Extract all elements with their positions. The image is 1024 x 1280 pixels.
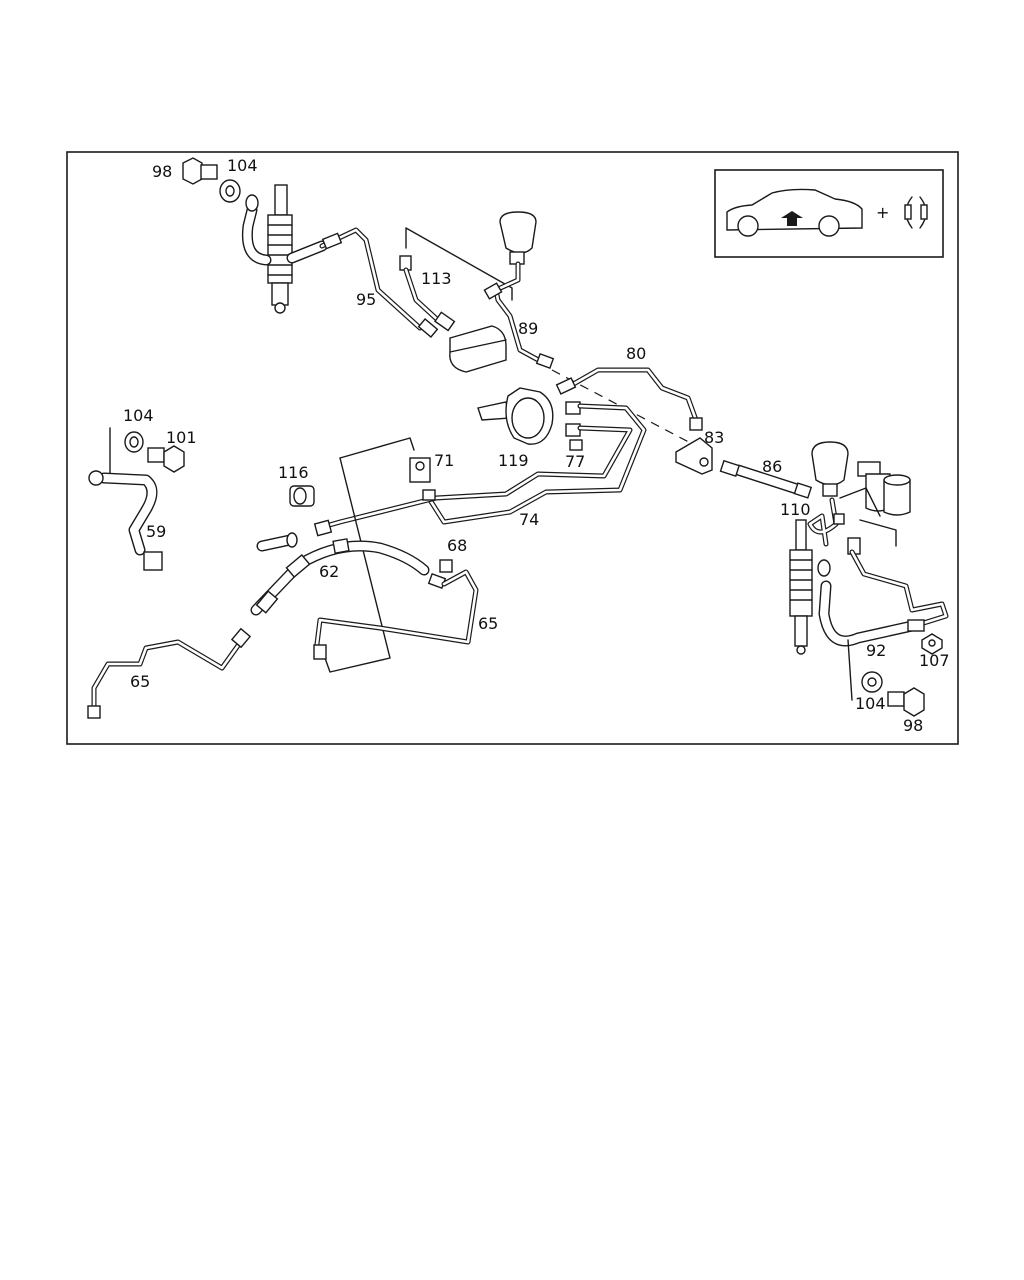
callout-bracket-113 — [405, 227, 513, 301]
callout-101: 101 — [166, 428, 197, 447]
callout-119: 119 — [498, 451, 529, 470]
callout-104-right: 104 — [855, 694, 886, 713]
vehicle-inset: + — [714, 169, 944, 258]
hose-to-shock-top — [241, 194, 272, 266]
pressure-reservoir-right — [811, 441, 849, 497]
callout-107: 107 — [919, 651, 950, 670]
fitting-77-group — [565, 401, 583, 451]
line-92 — [817, 549, 949, 701]
callout-98-top: 98 — [152, 162, 172, 181]
callout-86: 86 — [762, 457, 782, 476]
sealing-washer-104-top — [219, 179, 241, 203]
callout-65-left: 65 — [130, 672, 150, 691]
hose-62 — [250, 538, 430, 616]
callout-95: 95 — [356, 290, 376, 309]
callout-83: 83 — [704, 428, 724, 447]
callout-59: 59 — [146, 522, 166, 541]
callout-77: 77 — [565, 452, 585, 471]
callout-113: 113 — [421, 269, 452, 288]
line-110 — [807, 497, 861, 555]
callout-74: 74 — [519, 510, 539, 529]
inset-plus-sign: + — [876, 203, 889, 222]
diagram-border — [66, 151, 959, 745]
banjo-bolt-98-right — [887, 687, 925, 717]
shock-absorber-right — [789, 519, 813, 655]
line-95 — [286, 227, 439, 338]
car-lift-arrow-icon — [726, 188, 863, 237]
callout-65-right: 65 — [478, 614, 498, 633]
line-89 — [483, 261, 555, 369]
valve-pair-right — [839, 461, 911, 547]
line-65-right — [313, 569, 479, 660]
callout-98-right: 98 — [903, 716, 923, 735]
callout-62: 62 — [319, 562, 339, 581]
callout-104-top: 104 — [227, 156, 258, 175]
callout-71: 71 — [434, 451, 454, 470]
line-86 — [719, 459, 813, 499]
callout-92: 92 — [866, 641, 886, 660]
shock-absorber-front-left — [267, 184, 293, 314]
hose-stub-left — [256, 532, 298, 552]
callout-bracket-71 — [324, 437, 415, 673]
bracket-pair-icon — [904, 196, 928, 229]
washer-104-right — [861, 671, 883, 693]
callout-68: 68 — [447, 536, 467, 555]
callout-116: 116 — [278, 463, 309, 482]
line-74 — [313, 403, 647, 537]
nut-71 — [409, 457, 436, 501]
line-80 — [555, 367, 703, 431]
banjo-bolt-101 — [147, 445, 185, 473]
sleeve-116 — [289, 485, 315, 507]
bracket-83 — [675, 437, 713, 475]
valve-block-center — [449, 325, 507, 373]
washer-104-left — [124, 431, 144, 453]
hose-59 — [88, 470, 163, 571]
pressure-reservoir-top — [499, 211, 537, 265]
callout-80: 80 — [626, 344, 646, 363]
callout-104-left: 104 — [123, 406, 154, 425]
callout-110: 110 — [780, 500, 811, 519]
pump-119 — [477, 387, 554, 445]
nut-107 — [921, 633, 943, 655]
line-65-left — [87, 627, 252, 719]
callout-89: 89 — [518, 319, 538, 338]
union-68 — [427, 559, 453, 589]
banjo-bolt-98-top — [182, 157, 218, 185]
line-113 — [399, 255, 456, 332]
